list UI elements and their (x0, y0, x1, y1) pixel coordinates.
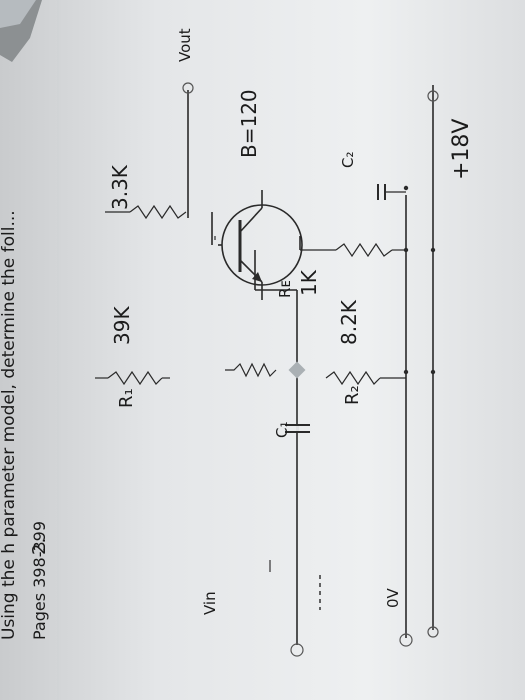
re-zigzag (335, 242, 393, 258)
ground-terminal (399, 633, 413, 647)
emitter-arrow (252, 272, 262, 282)
re-value-label: 1K (297, 269, 321, 296)
vin-label: Vin (201, 591, 219, 615)
r1-zigzag (107, 370, 163, 386)
c2-name-label: C₂ (339, 152, 357, 169)
item-number: 2. (29, 538, 50, 555)
r2-zigzag (325, 370, 381, 386)
rc-zigzag (129, 204, 187, 220)
vcc-terminal (427, 90, 439, 102)
r1-value-label: 39K (110, 306, 134, 345)
instruction-text: Using the h parameter model, determine t… (0, 210, 19, 640)
re-name-label: Rᴇ (276, 280, 294, 298)
r2-value-label: 8.2K (337, 299, 361, 345)
c1-name-label: C₁ (273, 422, 291, 439)
ground-label: 0V (384, 587, 402, 608)
vout-label: Vout (176, 28, 194, 62)
vcc-label: +18V (449, 119, 474, 180)
pages-ref: Pages 398-399 (30, 521, 49, 640)
rc-value-label: 3.3K (108, 164, 132, 210)
transistor (221, 204, 303, 286)
beta-label: B=120 (237, 89, 261, 158)
vin-terminal (290, 643, 304, 657)
r1-name-label: R₁ (116, 388, 137, 408)
base-node (288, 361, 306, 379)
vout-terminal (182, 82, 194, 94)
r2-name-label: R₂ (342, 385, 363, 405)
